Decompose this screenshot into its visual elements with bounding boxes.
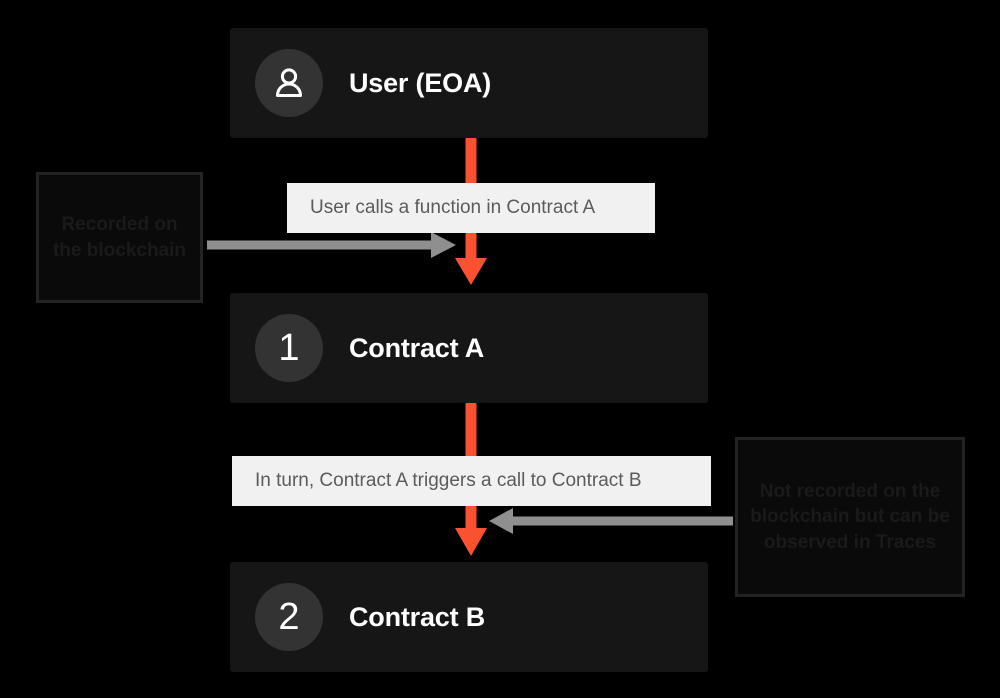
person-icon — [276, 68, 302, 97]
annotation-not-recorded-on-blockchain: Not recorded on the blockchain but can b… — [735, 437, 965, 597]
annotation-arrow-left — [207, 232, 456, 258]
annotation-recorded-on-blockchain: Recorded on the blockchain — [36, 172, 203, 303]
step-badge-2: 2 — [255, 583, 323, 651]
node-title-user: User (EOA) — [349, 67, 492, 98]
step-badge-1: 1 — [255, 314, 323, 382]
step-number-2: 2 — [278, 596, 300, 638]
node-card-contract-b[interactable]: 2 Contract B — [230, 562, 708, 672]
connector-a-to-b-lower — [455, 502, 487, 556]
node-title-contract-a: Contract A — [349, 332, 485, 363]
flow-label-contract-a-to-contract-b: In turn, Contract A triggers a call to C… — [232, 456, 711, 506]
step-number-1: 1 — [278, 327, 300, 369]
node-card-user[interactable]: User (EOA) — [230, 28, 708, 138]
node-card-contract-a[interactable]: 1 Contract A — [230, 293, 708, 403]
flow-label-user-to-contract-a: User calls a function in Contract A — [287, 183, 655, 233]
avatar — [255, 49, 323, 117]
annotation-arrow-right — [489, 508, 733, 534]
node-title-contract-b: Contract B — [349, 601, 486, 632]
connector-user-to-a-lower — [455, 229, 487, 285]
